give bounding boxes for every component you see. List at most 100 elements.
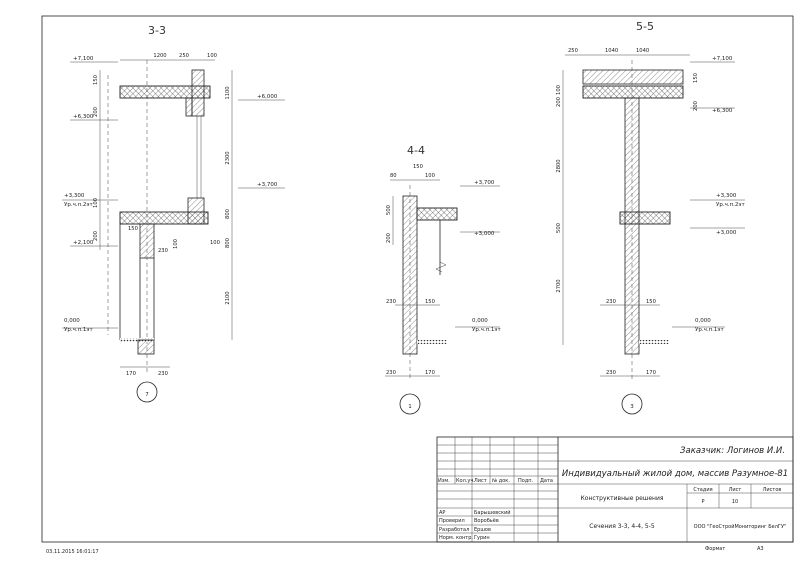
format-label: Формат	[705, 546, 725, 552]
project-name: Индивидуальный жилой дом, массив Разумно…	[562, 469, 788, 479]
dim-left-1: 100	[556, 85, 562, 95]
header-list: Лист	[474, 478, 487, 484]
wall-middle	[187, 197, 205, 225]
dim-top-3: 1040	[636, 48, 649, 54]
role-checked: Проверил	[439, 518, 465, 524]
dim-top-1: 1200	[153, 53, 166, 59]
level-mark: 0,000	[472, 318, 488, 324]
level-mark: +2,100	[73, 240, 94, 246]
customer: Заказчик: Логинов И.И.	[680, 446, 785, 456]
dim-left-1: 150	[93, 75, 99, 85]
level-mark: +3,000	[474, 231, 495, 237]
level-mark: Ур.ч.п.2эт	[716, 202, 745, 208]
level-mark: +6,300	[73, 114, 94, 120]
dim-left-2: 200	[556, 97, 562, 107]
ground-fill	[639, 340, 669, 344]
dim-bottom-1: 230	[606, 370, 616, 376]
section-3-3: 3-3 1200 250 100 1100 2300 800 800 2100	[62, 24, 285, 403]
section-title: 4-4	[407, 144, 425, 157]
dim-top-2: 250	[179, 53, 189, 59]
dim-bottom-1: 230	[386, 370, 396, 376]
dim-top-2: 150	[413, 164, 423, 170]
axis-bubble	[621, 393, 643, 415]
dim-left-2: 200	[386, 233, 392, 243]
axis-label: 1	[408, 404, 412, 410]
roof-slab	[582, 85, 684, 99]
format-value: А3	[757, 546, 764, 552]
lintel	[185, 97, 193, 117]
level-mark: Ур.ч.п.1эт	[695, 327, 724, 333]
section-5-5: 5-5 250 1040 1040 100 200 150 200 2800 5…	[556, 20, 745, 415]
dim-top-1: 250	[568, 48, 578, 54]
dim-right-4: 800	[225, 238, 231, 248]
dim-right-3: 800	[225, 209, 231, 219]
header-date: Дата	[540, 478, 553, 484]
sheet-value: 10	[732, 499, 738, 505]
dim-left-4: 200	[93, 231, 99, 241]
floor-slab	[119, 211, 209, 225]
level-mark: +3,300	[64, 193, 85, 199]
company: ООО "ГеоСтройМониторинг БелГУ"	[694, 523, 787, 530]
level-mark: +3,700	[474, 180, 495, 186]
dim-left-2: 200	[93, 107, 99, 117]
role-norm: Норм. контр.	[439, 535, 473, 541]
section-title: 5-5	[636, 20, 654, 33]
level-mark: Ур.ч.п.2эт	[64, 202, 93, 208]
axis-label: 3	[630, 404, 634, 410]
section-title: 3-3	[148, 24, 166, 37]
dim-left-1: 500	[386, 205, 392, 215]
dim-left-5: 2800	[556, 159, 562, 172]
dim-mid-1: 230	[386, 299, 396, 305]
dim-left-4: 200	[693, 101, 699, 111]
level-mark: +3,700	[257, 182, 278, 188]
dim-left-3: 150	[693, 73, 699, 83]
level-mark: 0,000	[64, 318, 80, 324]
wall-upper	[191, 69, 205, 117]
dim-top-3: 100	[207, 53, 217, 59]
dim-mid-2: 150	[425, 299, 435, 305]
dim-top-1: 80	[390, 173, 397, 179]
dim-left-3: 100	[93, 198, 99, 208]
axis-bubble	[136, 381, 158, 403]
sheets-header: Листов	[763, 487, 782, 493]
wall	[402, 195, 418, 355]
dim-right-5: 2100	[225, 291, 231, 304]
dim-mid-1: 230	[606, 299, 616, 305]
level-mark: +7,100	[73, 56, 94, 62]
dim-bottom-2: 170	[646, 370, 656, 376]
dim-mid-2: 230	[158, 248, 168, 254]
level-mark: +3,000	[716, 230, 737, 236]
dim-right-1: 1100	[225, 86, 231, 99]
level-mark: +7,100	[712, 56, 733, 62]
title-block: Изм. Кол.уч. Лист № док. Подп. Дата АР П…	[436, 436, 794, 543]
floor-slab	[416, 207, 458, 221]
axis-label: 7	[145, 392, 149, 398]
ground-fill	[417, 340, 447, 344]
name-4: Гурин	[474, 535, 490, 541]
dim-left-6: 500	[556, 223, 562, 233]
ground-fill	[120, 338, 154, 342]
dim-top-2: 1040	[605, 48, 618, 54]
header-doc: № док.	[492, 478, 510, 484]
dim-top-3: 100	[425, 173, 435, 179]
sheet-header: Лист	[729, 487, 742, 493]
role-developed: Разработал	[439, 527, 469, 533]
axis-bubble	[399, 393, 421, 415]
level-mark: +6,000	[257, 94, 278, 100]
foundation	[137, 339, 155, 355]
dim-right-2: 2300	[225, 151, 231, 164]
timestamp: 03.11.2015 16:01:17	[46, 549, 99, 555]
level-mark: +3,300	[716, 193, 737, 199]
dim-mid-2: 150	[646, 299, 656, 305]
floor-slab	[619, 211, 671, 225]
stage-header: Стадия	[693, 487, 712, 493]
level-mark: Ур.ч.п.1эт	[64, 327, 93, 333]
header-izm: Изм.	[438, 478, 450, 484]
parapet	[582, 69, 684, 85]
header-sign: Подп.	[518, 478, 534, 484]
dim-bottom-2: 230	[158, 371, 168, 377]
dim-bottom-2: 170	[425, 370, 435, 376]
name-2: Воробьёв	[474, 518, 499, 524]
level-mark: +6,300	[712, 108, 733, 114]
